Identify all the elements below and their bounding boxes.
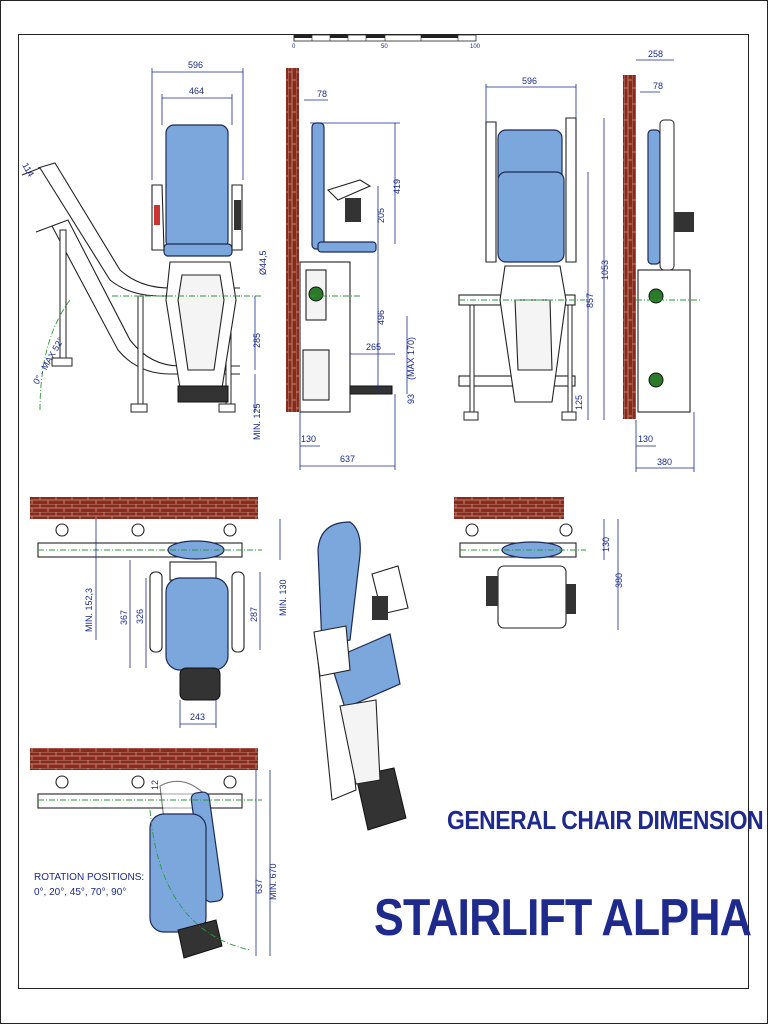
scale-tick-0: 0: [292, 44, 296, 50]
dim-topf-130: 130: [601, 537, 611, 552]
dim-folded-596: 596: [522, 76, 537, 86]
title-stairlift-alpha: STAIRLIFT ALPHA: [374, 889, 752, 947]
dim-rail-114: 114: [20, 161, 36, 178]
dim-folded-125: 125: [574, 395, 584, 410]
wall-top: [30, 497, 258, 519]
folded-front-view: 596 1053 857 125: [458, 76, 610, 421]
wall-folded-top: [454, 497, 564, 519]
dim-rot-637: 637: [254, 879, 264, 894]
dim-front-armrest: Ø44,5: [258, 250, 268, 275]
dim-top-287: 287: [249, 607, 259, 622]
dim-fside-380: 380: [657, 457, 672, 467]
seat-folded-side: [647, 129, 661, 265]
dim-top-243: 243: [190, 712, 205, 722]
dim-side-265: 265: [366, 342, 381, 352]
dim-top-326: 326: [135, 609, 145, 624]
rotation-view: 637 MIN. 670 12: [30, 748, 278, 959]
folded-side-view: 258 78 130 380: [623, 49, 700, 472]
dim-folded-1053: 1053: [600, 260, 610, 280]
dim-front-min125: MIN. 125: [252, 403, 262, 440]
dim-front-464: 464: [189, 86, 204, 96]
scale-bar: 0 50 100: [292, 34, 481, 50]
seat-rotation: [149, 813, 207, 933]
rotation-positions: ROTATION POSITIONS: 0°, 20°, 45°, 70°, 9…: [34, 870, 144, 900]
dim-side-419: 419: [392, 179, 402, 194]
seat-folded-front: [497, 171, 565, 263]
dim-front-596: 596: [188, 60, 203, 70]
dim-side-637: 637: [340, 454, 355, 464]
dim-top-min152: MIN. 152,3: [84, 588, 94, 632]
top-view: MIN. 152,3 367 326 287 MIN. 130 243: [30, 497, 288, 728]
dim-fside-130: 130: [638, 434, 653, 444]
scale-tick-50: 50: [381, 44, 388, 50]
drawing-frame: [18, 34, 749, 989]
wall-side: [286, 68, 299, 412]
wall-folded-side: [623, 75, 636, 419]
scale-tick-100: 100: [470, 44, 481, 50]
subtitle-general-chair-dimension: GENERAL CHAIR DIMENSION: [447, 805, 764, 835]
side-view: 419 205 496 265 (MAX 170) 93 78 130 637: [286, 68, 416, 470]
perspective-view: [313, 521, 409, 831]
dim-top-min130: MIN. 130: [278, 579, 288, 616]
dim-side-205: 205: [376, 208, 386, 223]
seat-back-front: [165, 124, 229, 250]
dim-rot-12: 12: [150, 780, 160, 790]
wall-rotation: [30, 748, 258, 770]
seat-back-3d: [317, 521, 361, 647]
dim-side-496: 496: [376, 310, 386, 325]
dim-fside-78: 78: [653, 81, 663, 91]
dim-rot-min670: MIN. 670: [268, 863, 278, 900]
dim-top-367: 367: [119, 610, 129, 625]
seat-top: [165, 577, 229, 671]
dim-topf-380: 380: [614, 573, 624, 588]
dim-side-max170: (MAX 170): [406, 337, 416, 380]
dim-folded-857: 857: [585, 293, 595, 308]
rotation-positions-label: ROTATION POSITIONS:: [34, 872, 145, 883]
rotation-positions-values: 0°, 20°, 45°, 70°, 90°: [34, 887, 127, 898]
dim-side-78: 78: [317, 89, 327, 99]
seat-back-side: [311, 122, 325, 250]
folded-top-view: 130 380: [454, 497, 624, 630]
dim-side-130: 130: [301, 434, 316, 444]
dim-front-285: 285: [252, 333, 262, 348]
dim-side-93: 93: [406, 394, 416, 404]
dim-fside-258: 258: [648, 49, 663, 59]
front-view: 596 464 Ø44,5 285 MIN. 125 114 0° - MAX …: [20, 60, 268, 440]
